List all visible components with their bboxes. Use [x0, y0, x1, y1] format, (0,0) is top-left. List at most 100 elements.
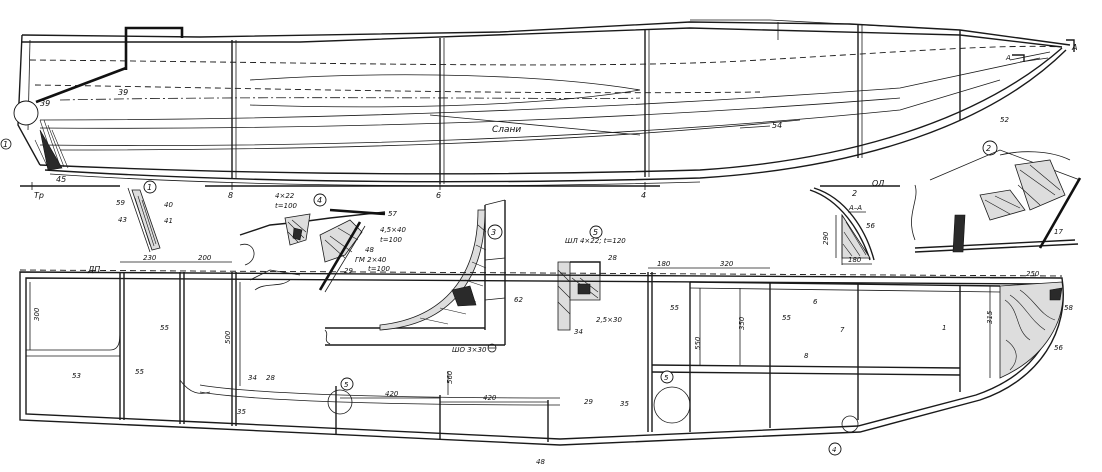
plan-dp: ДП	[87, 265, 100, 274]
plan-dim-560: 560	[446, 370, 454, 384]
callout-4-ring	[841, 415, 859, 433]
section-aa-title: A–A	[848, 204, 862, 212]
plan-view: ДП 230 200 300 500 420 560 420 180 320 5…	[19, 254, 1073, 466]
detail-3-label-62: 62	[514, 296, 523, 304]
detail-5-label-34: 34	[574, 328, 583, 336]
detail-4-t-gm: t=100	[368, 265, 391, 273]
station-6: 6	[436, 191, 441, 200]
label-39-b: 39	[118, 88, 128, 97]
plan-label-7: 7	[840, 326, 845, 334]
plan-dim-500: 500	[224, 330, 232, 344]
plan-label-6: 6	[813, 298, 818, 306]
label-54: 54	[772, 121, 782, 130]
detail-2: 2 17	[911, 140, 1082, 253]
plan-label-28: 28	[266, 374, 275, 382]
section-aa-label-56: 56	[866, 222, 875, 230]
side-view: 1 39 39 45 54 52 Слани Тр 8 6 4 2 ОЛ A A	[0, 19, 1077, 200]
label-39-a: 39	[40, 99, 50, 108]
plan-label-53: 53	[72, 372, 81, 380]
detail-5-label-28: 28	[608, 254, 617, 262]
detail-4-callout: 4	[317, 196, 322, 205]
detail-1-label-41: 41	[164, 217, 173, 225]
plan-label-55-d: 55	[782, 314, 791, 322]
detail-3-sh: ШО 3×30	[452, 346, 487, 354]
detail-3-callout: 3	[491, 228, 496, 237]
plan-callout-5-a: 5	[344, 381, 349, 389]
label-45: 45	[56, 175, 66, 184]
detail-1: 1 59 40 43 41	[116, 180, 173, 253]
plan-label-55-b: 55	[160, 324, 169, 332]
detail-5-dim: 2,5×30	[596, 316, 622, 324]
plan-label-55-a: 55	[135, 368, 144, 376]
callout-1-label: 1	[3, 140, 8, 149]
chine-dashed	[29, 45, 1063, 66]
plan-label-34: 34	[248, 374, 257, 382]
plan-dim-300: 300	[33, 307, 41, 321]
section-a-top: A	[1071, 43, 1077, 52]
detail-4-label-48: 48	[365, 246, 374, 254]
plan-dim-315: 315	[986, 310, 994, 324]
detail-1-label-40: 40	[164, 201, 173, 209]
detail-4: 4 4×22 t=100 57 4,5×40 t=100 48 ГМ 2×40 …	[239, 192, 406, 293]
detail-2-callout: 2	[986, 144, 991, 153]
station-2: 2	[852, 189, 857, 198]
plan-label-8: 8	[804, 352, 809, 360]
callout-5b-ring	[653, 386, 691, 424]
station-8: 8	[228, 191, 233, 200]
keel-line	[39, 47, 1063, 175]
callout-5a-ring	[327, 389, 353, 415]
sheer-line-inner	[22, 27, 1063, 48]
plan-dim-180: 180	[657, 260, 671, 268]
section-aa-dim-w: 180	[848, 256, 862, 264]
plan-dim-250: 250	[1026, 270, 1040, 278]
plan-dim-350: 350	[738, 316, 746, 330]
detail-4-label-57: 57	[388, 210, 397, 218]
callout-1-marker	[13, 100, 39, 126]
rear-bracket	[124, 26, 184, 40]
section-aa-dim-h: 290	[822, 231, 830, 245]
plan-dim-320: 320	[720, 260, 734, 268]
detail-1-label-59: 59	[116, 199, 125, 207]
plan-label-48: 48	[536, 458, 545, 466]
detail-1-label-43: 43	[118, 216, 127, 224]
plan-label-35-a: 35	[237, 408, 246, 416]
plan-label-58: 58	[1064, 304, 1073, 312]
plan-label-35-b: 35	[620, 400, 629, 408]
plan-dim-200: 200	[198, 254, 212, 262]
section-a-mid: A	[1005, 54, 1011, 62]
plan-callout-4: 4	[832, 446, 836, 454]
detail-4-t-right: t=100	[380, 236, 403, 244]
detail-4-t-top: t=100	[275, 202, 298, 210]
detail-5-shl: ШЛ 4×22; t=120	[565, 237, 626, 245]
plan-label-56: 56	[1054, 344, 1063, 352]
detail-4-gm: ГМ 2×40	[355, 256, 387, 264]
plan-dim-420-b: 420	[483, 394, 497, 402]
plan-callout-5-b: 5	[664, 374, 669, 382]
cabin-top	[690, 19, 961, 31]
plan-label-29: 29	[584, 398, 593, 406]
label-slani: Слани	[492, 125, 521, 135]
label-52: 52	[1000, 116, 1009, 124]
detail-4-label-29: 29	[344, 267, 353, 275]
detail-2-label-17: 17	[1054, 228, 1063, 236]
plan-label-55-c: 55	[670, 304, 679, 312]
keel-line-outer	[44, 49, 1067, 183]
plan-dim-420-a: 420	[385, 390, 399, 398]
plan-label-1: 1	[942, 324, 946, 332]
station-4: 4	[641, 191, 646, 200]
transom	[17, 34, 41, 166]
detail-3: 3 62 ШО 3×30	[324, 199, 523, 354]
section-a-marker	[1066, 39, 1075, 52]
label-tr: Тр	[34, 191, 44, 200]
plan-outline	[19, 271, 1064, 446]
detail-5: 5 ШЛ 4×22; t=120 28 34 2,5×30	[557, 225, 626, 336]
detail-4-size-top: 4×22	[275, 192, 295, 200]
section-a-a: A–A 56 290 180	[809, 187, 875, 265]
plan-dimension-lines	[29, 261, 1062, 403]
plan-dim-230: 230	[143, 254, 157, 262]
detail-4-size-right: 4,5×40	[380, 226, 406, 234]
detail-5-callout: 5	[593, 228, 598, 237]
detail-1-callout: 1	[147, 183, 152, 192]
label-ol: ОЛ	[872, 179, 884, 188]
